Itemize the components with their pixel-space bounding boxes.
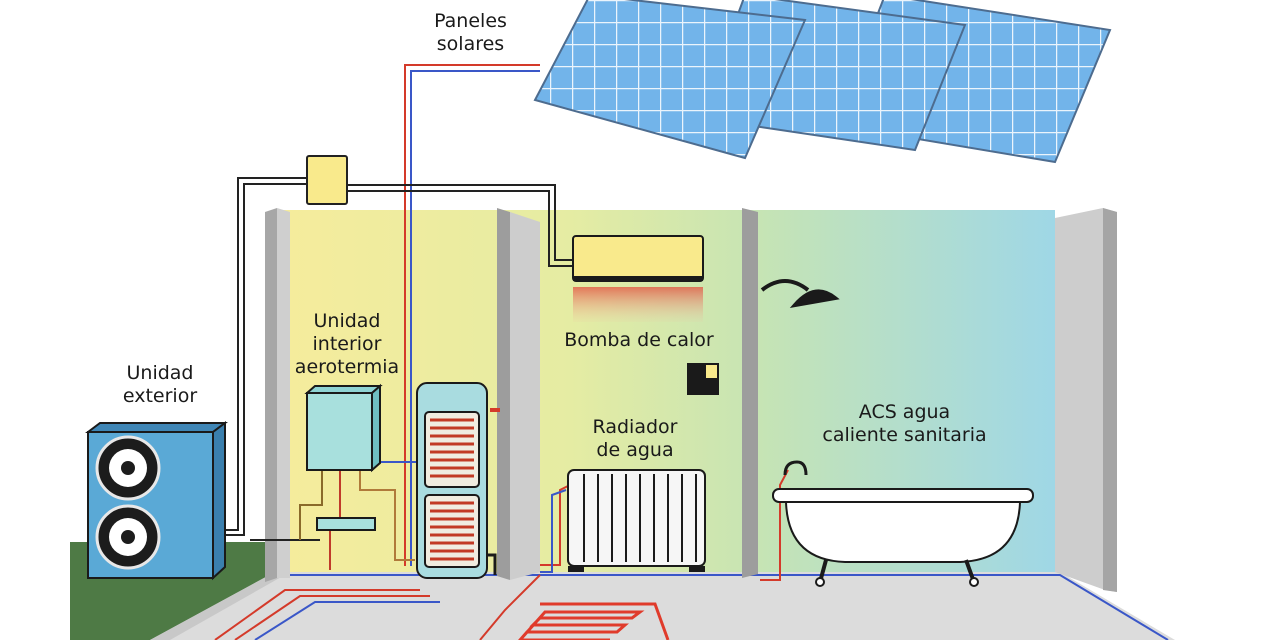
label-heat-pump-text: Bomba de calor	[564, 329, 714, 351]
label-indoor-unit-line-3: aerotermia	[294, 356, 400, 378]
heat-pump-split-unit	[572, 235, 704, 322]
label-indoor-unit-line-1: Unidad	[313, 310, 381, 332]
label-outdoor-unit: Unidad exterior	[100, 362, 220, 408]
outdoor-unit	[85, 421, 228, 581]
floor	[150, 572, 1175, 640]
label-solar-panels: Paneles solares	[408, 10, 533, 56]
floor-edge-left	[150, 572, 290, 640]
label-heat-pump: Bomba de calor	[548, 329, 730, 352]
floor-pipes	[214, 574, 1169, 640]
solar-panels	[533, 0, 1112, 164]
label-acs: ACS agua caliente sanitaria	[792, 401, 1017, 447]
label-water-radiator-line-1: Radiador	[592, 416, 678, 438]
walls	[265, 208, 1117, 592]
thermostat	[687, 363, 719, 395]
label-water-radiator-line-2: de agua	[596, 439, 674, 461]
label-solar-panels-line-1: Paneles	[434, 10, 507, 32]
underfloor-heating-coil	[518, 602, 670, 640]
shower-head	[760, 279, 840, 308]
label-solar-panels-line-2: solares	[436, 33, 505, 55]
junction-box	[306, 155, 348, 205]
indoor-unit-box	[304, 383, 383, 531]
bathtub	[772, 460, 1034, 587]
water-radiator	[567, 469, 706, 572]
label-outdoor-unit-line-1: Unidad	[126, 362, 194, 384]
label-indoor-unit: Unidad interior aerotermia	[272, 310, 422, 379]
label-outdoor-unit-line-2: exterior	[122, 385, 198, 407]
label-acs-line-1: ACS agua	[858, 401, 951, 423]
label-acs-line-2: caliente sanitaria	[822, 424, 987, 446]
hot-water-tank	[416, 382, 497, 579]
label-water-radiator: Radiador de agua	[565, 416, 705, 462]
label-indoor-unit-line-2: interior	[312, 333, 382, 355]
